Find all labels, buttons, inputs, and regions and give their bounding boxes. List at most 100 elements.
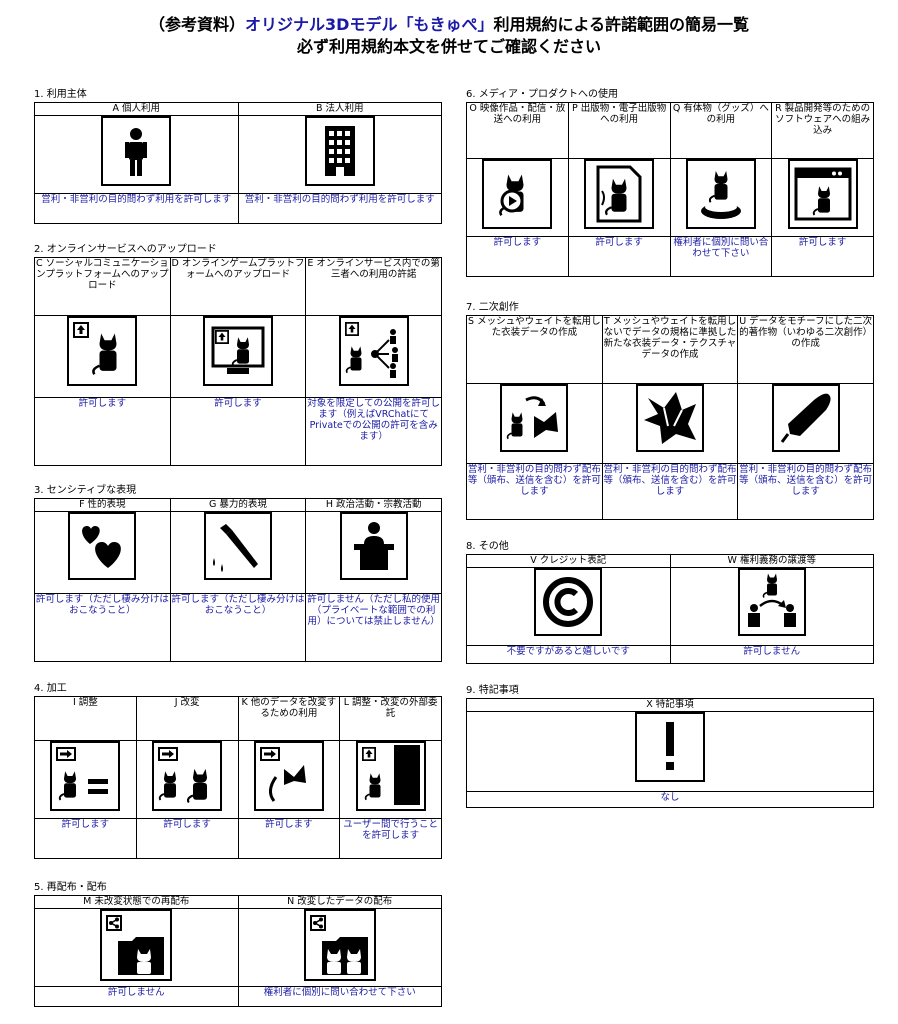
section-2-table: C ソーシャルコミュニケーションプラットフォームへのアップロード D オンライン… (34, 257, 442, 466)
hearts-icon (68, 512, 137, 580)
title-line-2: 必ず利用規約本文を併せてご確認ください (296, 37, 601, 56)
section-6-title: 6. メディア・プロダクトへの使用 (466, 89, 619, 100)
podium-icon (339, 512, 408, 580)
upload-avatar-icon (67, 316, 138, 386)
section-1-table: A 個人利用 B 法人利用 (34, 102, 442, 224)
section-3-title: 3. センシティブな表現 (34, 485, 137, 496)
video-icon (482, 159, 553, 229)
answer-t: 営利・非営利の目的問わず配布等（頒布、送信を含む）を許可します (601, 463, 739, 520)
section-8-title: 8. その他 (466, 541, 509, 552)
page-title: （参考資料）オリジナル3Dモデル「もきゅぺ」利用規約による許諾範囲の簡易一覧 必… (0, 14, 898, 58)
section-4-processing: 4. 加工 I 調整 J 改変 K 他のデータを改変するための利用 L 調整・改… (34, 683, 442, 859)
answer-r: 許可します (771, 236, 874, 277)
section-9-notes: 9. 特記事項 X 特記事項 なし (466, 685, 874, 808)
label-g: G 暴力的表現 (169, 498, 307, 512)
title-line-1: （参考資料）オリジナル3Dモデル「もきゅぺ」利用規約による許諾範囲の簡易一覧 (149, 15, 749, 34)
label-x: X 特記事項 (466, 698, 874, 712)
label-f: F 性的表現 (34, 498, 171, 512)
label-p: P 出版物・電子出版物への利用 (567, 102, 671, 159)
answer-p: 許可します (567, 236, 671, 277)
pen-icon (771, 384, 840, 452)
section-7-table: S メッシュやウェイトを転用した衣装データの作成 T メッシュやウェイトを転用し… (466, 315, 874, 520)
section-1-title: 1. 利用主体 (34, 89, 87, 100)
upload-monitor-icon (202, 316, 273, 386)
answer-v: 不要ですがあると嬉しいです (466, 645, 671, 664)
software-icon (787, 159, 858, 229)
person-icon (101, 116, 172, 186)
answer-k: 許可します (237, 818, 341, 859)
cloth-icon (635, 384, 704, 452)
label-j: J 改変 (135, 696, 239, 741)
answer-f: 許可します（ただし棲み分けはおこなうこと） (34, 593, 171, 662)
label-q: Q 有体物（グッズ）への利用 (669, 102, 773, 159)
answer-h: 許可しません（ただし私的使用（プライベートな範囲での利用）については禁止しません… (305, 593, 442, 662)
publication-icon (584, 159, 655, 229)
label-k: K 他のデータを改変するための利用 (237, 696, 341, 741)
section-5-distribution: 5. 再配布・配布 M 未改変状態での再配布 N 改変したデータの配布 許可しま… (34, 882, 442, 1007)
section-7-title: 7. 二次創作 (466, 302, 519, 313)
section-9-table: X 特記事項 なし (466, 698, 874, 808)
answer-e: 対象を限定しての公開を許可します（例えばVRChatにてPrivateでの公開の… (305, 397, 442, 466)
share-network-icon (338, 316, 409, 386)
costume-convert-icon (500, 384, 569, 452)
section-2-title: 2. オンラインサービスへのアップロード (34, 244, 217, 255)
section-7-derivative: 7. 二次創作 S メッシュやウェイトを転用した衣装データの作成 T メッシュや… (466, 302, 874, 520)
answer-a: 営利・非営利の目的問わず利用を許可します (34, 193, 239, 224)
section-1-user: 1. 利用主体 A 個人利用 B 法人利用 (34, 89, 442, 224)
label-s: S メッシュやウェイトを転用した衣装データの作成 (466, 315, 603, 384)
answer-n: 権利者に個別に問い合わせて下さい (237, 986, 442, 1007)
label-v: V クレジット表記 (466, 554, 671, 568)
modify-icon (152, 741, 223, 811)
label-m: M 未改変状態での再配布 (34, 895, 239, 909)
answer-g: 許可します（ただし棲み分けはおこなうこと） (169, 593, 307, 662)
answer-s: 営利・非営利の目的問わず配布等（頒布、送信を含む）を許可します (466, 463, 603, 520)
answer-d: 許可します (169, 397, 307, 466)
redistribute-icon (100, 909, 173, 981)
label-i: I 調整 (34, 696, 137, 741)
distribute-modified-icon (303, 909, 376, 981)
label-h: H 政治活動・宗教活動 (305, 498, 442, 512)
section-8-other: 8. その他 V クレジット表記 W 権利義務の譲渡等 不要ですがあると嬉しいで… (466, 541, 874, 664)
adjust-icon (50, 741, 121, 811)
answer-o: 許可します (466, 236, 569, 277)
figure-icon (685, 159, 756, 229)
answer-u: 営利・非営利の目的問わず配布等（頒布、送信を含む）を許可します (737, 463, 874, 520)
exclamation-icon (635, 712, 705, 782)
section-4-table: I 調整 J 改変 K 他のデータを改変するための利用 L 調整・改変の外部委託 (34, 696, 442, 859)
answer-c: 許可します (34, 397, 171, 466)
section-2-upload: 2. オンラインサービスへのアップロード C ソーシャルコミュニケーションプラッ… (34, 244, 442, 466)
section-6-media: 6. メディア・プロダクトへの使用 O 映像作品・配信・放送への利用 P 出版物… (466, 89, 874, 277)
answer-q: 権利者に個別に問い合わせて下さい (669, 236, 773, 277)
answer-x: なし (466, 791, 874, 808)
label-t: T メッシュやウェイトを転用しないでデータの規格に準拠した新たな衣装データ・テク… (601, 315, 739, 384)
label-u: U データをモチーフにした二次的著作物（いわゆる二次創作）の作成 (737, 315, 874, 384)
answer-m: 許可しません (34, 986, 239, 1007)
knife-icon (203, 512, 272, 580)
section-3-table: F 性的表現 G 暴力的表現 H 政治活動・宗教活動 (34, 498, 442, 662)
label-w: W 権利義務の譲渡等 (669, 554, 874, 568)
parts-icon (253, 741, 324, 811)
label-r: R 製品開発等のためのソフトウェアへの組み込み (771, 102, 874, 159)
label-a: A 個人利用 (34, 102, 239, 116)
building-icon (304, 116, 375, 186)
label-l: L 調整・改変の外部委託 (339, 696, 442, 741)
label-n: N 改変したデータの配布 (237, 895, 442, 909)
section-5-table: M 未改変状態での再配布 N 改変したデータの配布 許可しません 権利者に個別に… (34, 895, 442, 1007)
label-c: C ソーシャルコミュニケーションプラットフォームへのアップロード (34, 257, 171, 316)
section-3-sensitive: 3. センシティブな表現 F 性的表現 G 暴力的表現 H 政治活動・宗教活動 (34, 485, 442, 662)
answer-b: 営利・非営利の目的問わず利用を許可します (237, 193, 442, 224)
outsource-icon (355, 741, 426, 811)
answer-w: 許可しません (669, 645, 874, 664)
section-5-title: 5. 再配布・配布 (34, 882, 107, 893)
section-9-title: 9. 特記事項 (466, 685, 519, 696)
label-o: O 映像作品・配信・放送への利用 (466, 102, 569, 159)
section-6-table: O 映像作品・配信・放送への利用 P 出版物・電子出版物への利用 Q 有体物（グ… (466, 102, 874, 277)
section-4-title: 4. 加工 (34, 683, 67, 694)
answer-l: ユーザー間で行うことを許可します (339, 818, 442, 859)
label-e: E オンラインサービス内での第三者への利用の許諾 (305, 257, 442, 316)
label-d: D オンラインゲームプラットフォームへのアップロード (169, 257, 307, 316)
section-8-table: V クレジット表記 W 権利義務の譲渡等 不要ですがあると嬉しいです 許可しませ… (466, 554, 874, 664)
answer-j: 許可します (135, 818, 239, 859)
answer-i: 許可します (34, 818, 137, 859)
transfer-icon (737, 568, 806, 636)
